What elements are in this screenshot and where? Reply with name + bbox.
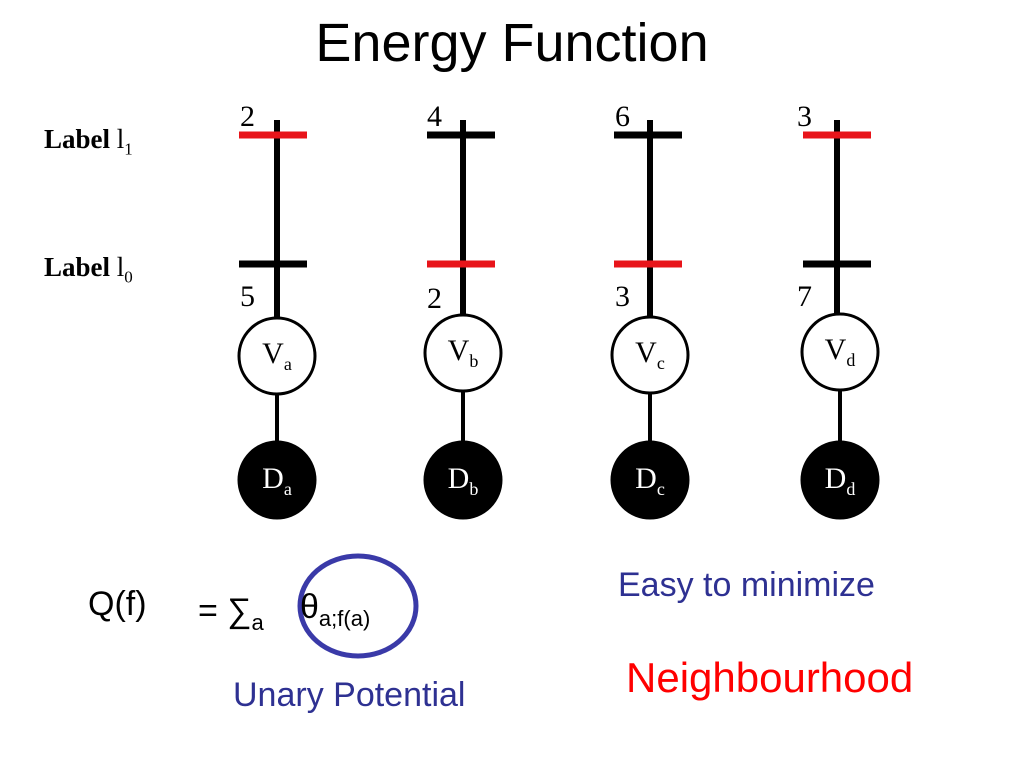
node-dd-label: Dd [824, 462, 856, 499]
column-d-bottom-value: 7 [797, 280, 812, 313]
equation-lhs: Q(f) [88, 585, 147, 623]
node-vd-label: Vd [824, 333, 856, 370]
label-l1-word: Label [44, 124, 111, 154]
highlight-ellipse [297, 553, 419, 659]
equation-theta: θa;f(a) [300, 588, 371, 631]
label-l1-var: l [116, 124, 125, 154]
node-da [237, 440, 317, 520]
label-l0-word: Label [44, 252, 111, 282]
label-l1: Label l1 [44, 124, 133, 159]
node-db-label: Db [447, 462, 479, 499]
label-l0-var: l [116, 252, 125, 282]
node-va [237, 316, 317, 396]
column-b-bottom-value: 2 [427, 282, 442, 315]
node-db [423, 440, 503, 520]
easy-to-minimize-note: Easy to minimize [618, 566, 875, 604]
label-l0-sub: 0 [124, 267, 133, 287]
node-dd [800, 440, 880, 520]
column-d-top-value: 3 [797, 100, 812, 133]
node-vc [610, 315, 690, 395]
column-b-top-value: 4 [427, 100, 442, 133]
node-vb [423, 313, 503, 393]
column-a-bottom-value: 5 [240, 280, 255, 313]
node-va-label: Va [262, 337, 292, 374]
label-l0: Label l0 [44, 252, 133, 287]
unary-potential-note: Unary Potential [233, 676, 466, 714]
neighbourhood-note: Neighbourhood [626, 654, 914, 701]
node-da-label: Da [262, 462, 292, 499]
column-c-top-value: 6 [615, 100, 630, 133]
column-a-top-value: 2 [240, 100, 255, 133]
node-vd [800, 312, 880, 392]
node-vc-label: Vc [635, 336, 665, 373]
equation-sum: = ∑a [198, 592, 264, 635]
slide-title: Energy Function [315, 13, 709, 73]
node-vb-label: Vb [447, 334, 479, 371]
node-dc [610, 440, 690, 520]
column-c-bottom-value: 3 [615, 280, 630, 313]
label-l1-sub: 1 [124, 139, 133, 159]
node-dc-label: Dc [635, 462, 665, 499]
